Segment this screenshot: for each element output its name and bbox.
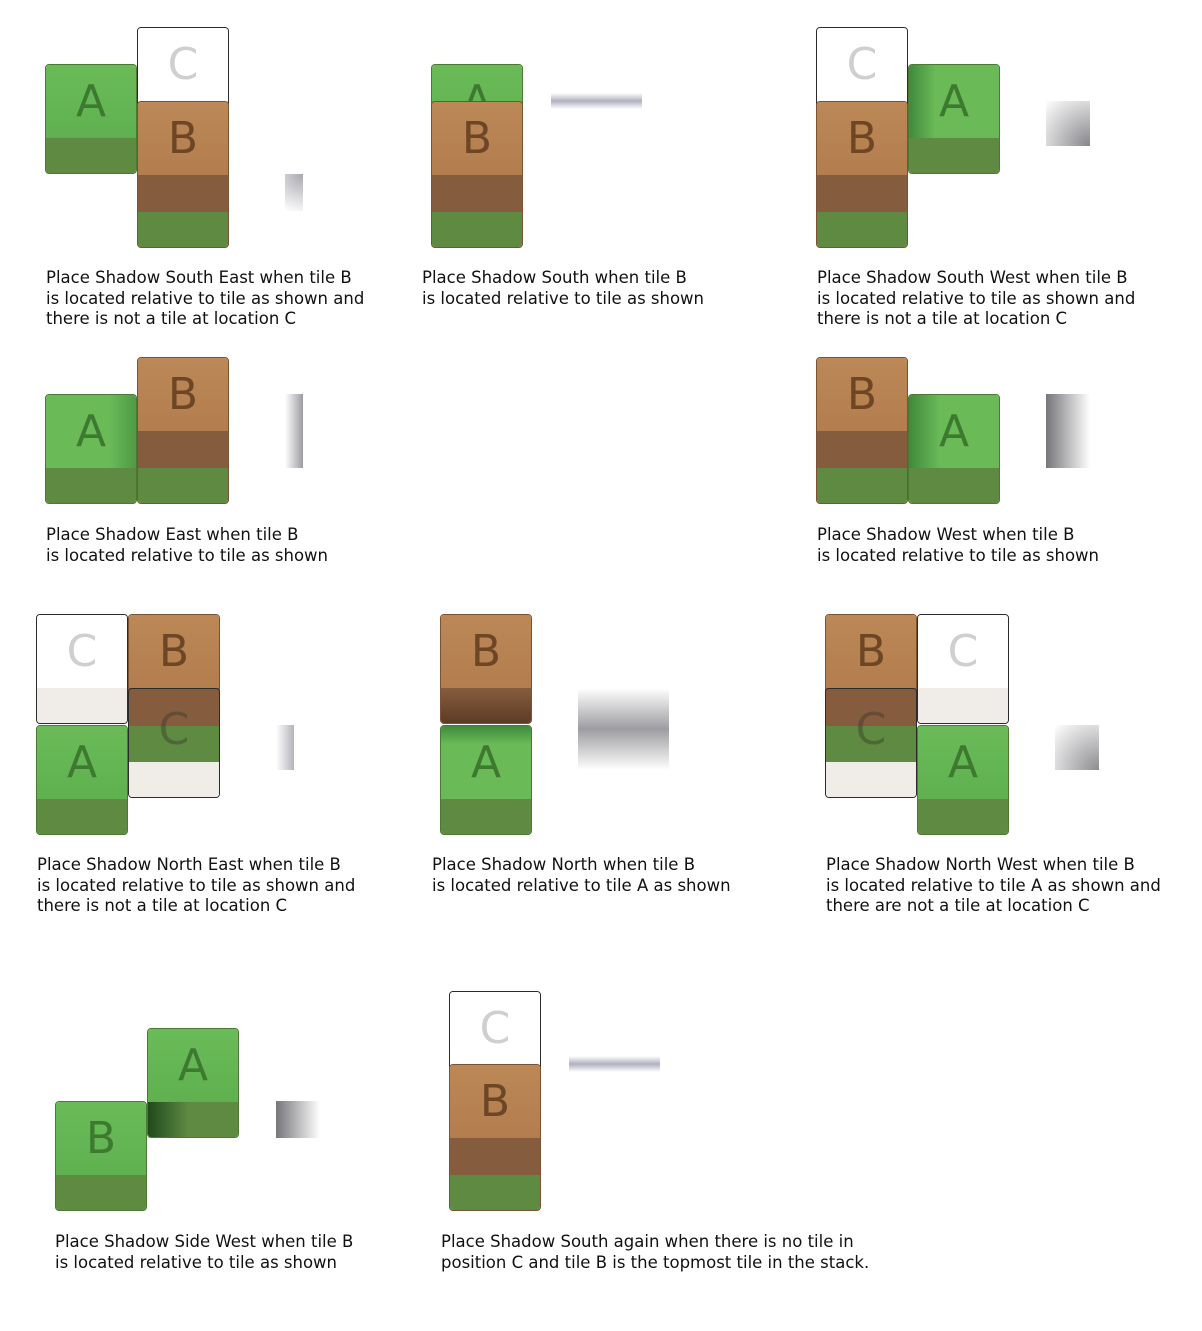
shadow-south-west-sprite: [1046, 101, 1090, 146]
tile-b: B: [137, 357, 229, 504]
tile-c-overlay: C: [825, 688, 917, 798]
tile-label: C: [158, 704, 190, 755]
tile-b: B: [137, 101, 229, 248]
tile-a: A: [908, 64, 1000, 174]
tile-a: A: [917, 725, 1009, 835]
tile-label: A: [938, 76, 970, 127]
tile-label: A: [938, 406, 970, 457]
shadow-east-sprite: [285, 394, 303, 468]
tile-label: A: [470, 737, 502, 788]
shadow-south-sprite: [551, 93, 642, 109]
shadow-south-east-sprite: [285, 174, 303, 211]
tile-b: B: [55, 1101, 147, 1211]
tile-a: A: [36, 725, 128, 835]
tile-c: C: [36, 614, 128, 724]
tile-b: B: [816, 101, 908, 248]
caption: Place Shadow South again when there is n…: [441, 1232, 870, 1272]
tile-label: B: [470, 626, 502, 677]
shadow-south-sprite: [569, 1056, 660, 1072]
tile-label: B: [461, 113, 493, 164]
tile-label: B: [479, 1076, 511, 1127]
tile-label: A: [66, 737, 98, 788]
shadow-side-west-sprite: [276, 1101, 320, 1138]
tile-b: B: [431, 101, 523, 248]
tile-label: A: [947, 737, 979, 788]
tile-a: A: [147, 1028, 239, 1138]
shadow-north-sprite: [578, 688, 669, 770]
shadow-north-west-sprite: [1055, 725, 1099, 770]
tile-c: C: [917, 614, 1009, 724]
shadow-north-east-sprite: [276, 725, 294, 770]
tile-label: A: [75, 76, 107, 127]
tile-label: C: [855, 704, 887, 755]
tile-label: C: [479, 1003, 511, 1054]
tile-a: A: [45, 64, 137, 174]
tile-a: A: [440, 725, 532, 835]
tile-label: B: [85, 1113, 117, 1164]
tile-label: B: [167, 369, 199, 420]
tile-a: A: [908, 394, 1000, 504]
tile-label: B: [167, 113, 199, 164]
tile-b: A B: [440, 614, 532, 724]
tile-label: B: [846, 113, 878, 164]
tile-label: B: [855, 626, 887, 677]
shadow-west-sprite: [1046, 394, 1090, 468]
tile-label: B: [846, 369, 878, 420]
tile-label: C: [66, 626, 98, 677]
tile-b: B: [128, 614, 220, 724]
tile-label: A: [75, 406, 107, 457]
tile-b: B: [816, 357, 908, 504]
tile-label: C: [167, 39, 199, 90]
tile-label: C: [947, 626, 979, 677]
tile-c-overlay: C: [128, 688, 220, 798]
tile-label: A: [177, 1040, 209, 1091]
tile-label: C: [846, 39, 878, 90]
tile-a: A: [45, 394, 137, 504]
tile-label: B: [158, 626, 190, 677]
tile-b: B: [449, 1064, 541, 1211]
